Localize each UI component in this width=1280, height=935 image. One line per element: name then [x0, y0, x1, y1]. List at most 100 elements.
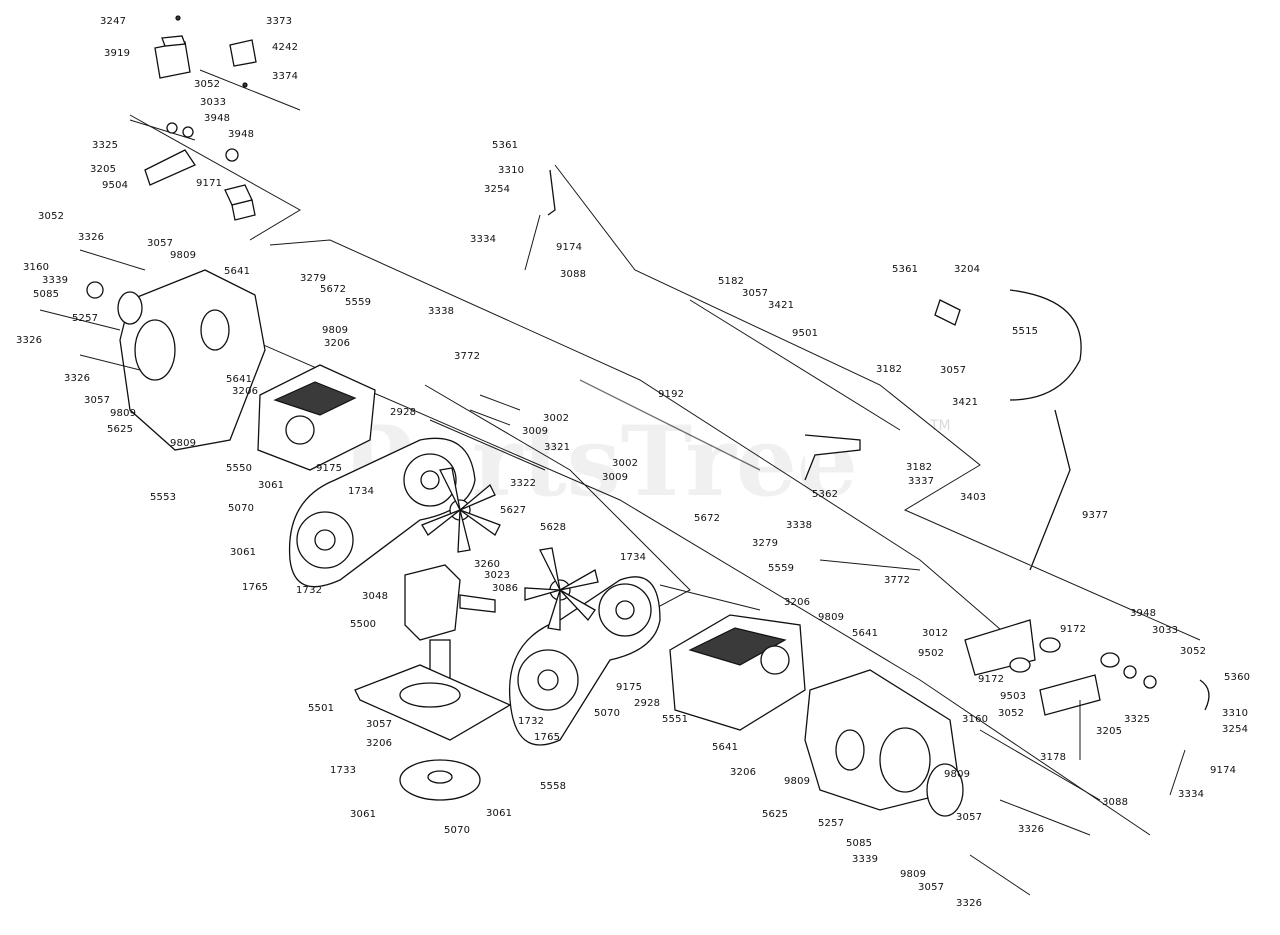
part-number-callout: 3325: [1124, 714, 1150, 725]
part-number-callout: 5257: [818, 818, 844, 829]
part-number-callout: 3178: [1040, 752, 1066, 763]
part-number-callout: 3334: [1178, 789, 1204, 800]
part-number-callout: 3057: [918, 882, 944, 893]
part-number-callout: 3205: [90, 164, 116, 175]
part-number-callout: 5625: [762, 809, 788, 820]
part-number-callout: 3206: [366, 738, 392, 749]
part-number-callout: 5362: [812, 489, 838, 500]
part-number-callout: 2928: [634, 698, 660, 709]
part-number-callout: 3057: [956, 812, 982, 823]
gearbox-5500: [354, 564, 512, 801]
part-number-callout: 3206: [324, 338, 350, 349]
part-number-callout: 5553: [150, 492, 176, 503]
watermark-trademark: TM: [929, 418, 951, 434]
part-number-callout: 3057: [366, 719, 392, 730]
part-number-callout: 3254: [1222, 724, 1248, 735]
part-number-callout: 5361: [492, 140, 518, 151]
right-transmission-housing: [804, 669, 1091, 896]
part-number-callout: 9502: [918, 648, 944, 659]
part-number-callout: 9174: [1210, 765, 1236, 776]
part-number-callout: 9809: [110, 408, 136, 419]
right-hydro-unit-5551: [669, 614, 806, 731]
part-number-callout: 3279: [752, 538, 778, 549]
part-number-callout: 5501: [308, 703, 334, 714]
part-number-callout: 3948: [228, 129, 254, 140]
relay-parts: [154, 15, 257, 88]
part-number-callout: 9809: [784, 776, 810, 787]
right-fan-5628: [524, 547, 599, 631]
part-number-callout: 9192: [658, 389, 684, 400]
part-number-callout: 1733: [330, 765, 356, 776]
part-number-callout: 3326: [78, 232, 104, 243]
part-number-callout: 3321: [544, 442, 570, 453]
part-number-callout: 3948: [1130, 608, 1156, 619]
part-number-callout: 3002: [612, 458, 638, 469]
part-number-callout: 9175: [616, 682, 642, 693]
part-number-callout: 3182: [876, 364, 902, 375]
part-number-callout: 3182: [906, 462, 932, 473]
part-number-callout: 3421: [768, 300, 794, 311]
left-hydro-unit-5550: [257, 364, 546, 471]
left-fan-5627: [421, 467, 501, 553]
part-number-callout: 3048: [362, 591, 388, 602]
part-number-callout: 3009: [602, 472, 628, 483]
part-number-callout: 5070: [444, 825, 470, 836]
part-number-callout: 3326: [956, 898, 982, 909]
part-number-callout: 5672: [694, 513, 720, 524]
part-number-callout: 3088: [1102, 797, 1128, 808]
part-number-callout: 1765: [534, 732, 560, 743]
part-number-callout: 9809: [170, 250, 196, 261]
part-number-callout: 5559: [345, 297, 371, 308]
part-number-callout: 3160: [962, 714, 988, 725]
part-number-callout: 5625: [107, 424, 133, 435]
left-transmission-housing: [39, 249, 266, 451]
part-number-callout: 3057: [940, 365, 966, 376]
part-number-callout: 3338: [786, 520, 812, 531]
part-number-callout: 5550: [226, 463, 252, 474]
part-number-callout: 3260: [474, 559, 500, 570]
part-number-callout: 3247: [100, 16, 126, 27]
part-number-callout: 3205: [1096, 726, 1122, 737]
part-number-callout: 3326: [16, 335, 42, 346]
part-number-callout: 3057: [147, 238, 173, 249]
part-number-callout: 5361: [892, 264, 918, 275]
part-number-callout: 1734: [348, 486, 374, 497]
part-number-callout: 5641: [226, 374, 252, 385]
part-number-callout: 3948: [204, 113, 230, 124]
part-number-callout: 3373: [266, 16, 292, 27]
part-number-callout: 3057: [742, 288, 768, 299]
part-number-callout: 3337: [908, 476, 934, 487]
part-number-callout: 3403: [960, 492, 986, 503]
part-number-callout: 5515: [1012, 326, 1038, 337]
part-number-callout: 9503: [1000, 691, 1026, 702]
part-number-callout: 4242: [272, 42, 298, 53]
part-number-callout: 3061: [486, 808, 512, 819]
part-number-callout: 3772: [884, 575, 910, 586]
part-number-callout: 3254: [484, 184, 510, 195]
part-number-callout: 5070: [228, 503, 254, 514]
part-number-callout: 5641: [852, 628, 878, 639]
part-number-callout: 3326: [64, 373, 90, 384]
part-number-callout: 1734: [620, 552, 646, 563]
part-number-callout: 9809: [900, 869, 926, 880]
part-number-callout: 5672: [320, 284, 346, 295]
part-number-callout: 3052: [1180, 646, 1206, 657]
part-number-callout: 3086: [492, 583, 518, 594]
part-number-callout: 3326: [1018, 824, 1044, 835]
part-number-callout: 9171: [196, 178, 222, 189]
part-number-callout: 9174: [556, 242, 582, 253]
part-number-callout: 5500: [350, 619, 376, 630]
bracket-9504: [129, 119, 256, 221]
part-number-callout: 3088: [560, 269, 586, 280]
part-number-callout: 3012: [922, 628, 948, 639]
part-number-callout: 3206: [730, 767, 756, 778]
part-number-callout: 3061: [230, 547, 256, 558]
part-number-callout: 3061: [258, 480, 284, 491]
part-number-callout: 5558: [540, 781, 566, 792]
part-number-callout: 5559: [768, 563, 794, 574]
part-number-callout: 3052: [38, 211, 64, 222]
control-linkage: [524, 169, 1082, 571]
part-number-callout: 9501: [792, 328, 818, 339]
part-number-callout: 3002: [543, 413, 569, 424]
